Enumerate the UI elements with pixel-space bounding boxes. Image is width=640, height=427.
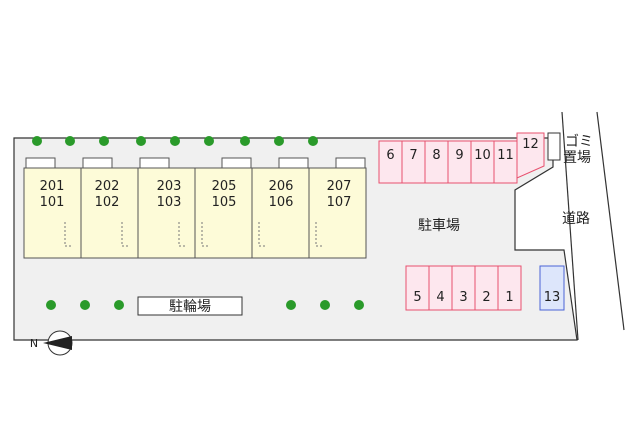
unit-block: 205 105 bbox=[194, 157, 253, 259]
north-arrow-label: N bbox=[30, 337, 38, 350]
garbage-box bbox=[547, 132, 561, 161]
unit-lower-number: 107 bbox=[327, 195, 352, 210]
parking-space-number: 1 bbox=[505, 290, 513, 305]
building: 201 101 202 102 203 103 205 105 bbox=[23, 157, 367, 259]
balcony bbox=[278, 157, 309, 169]
unit-block: 206 106 bbox=[251, 157, 310, 259]
stair-mark bbox=[315, 222, 323, 247]
balcony bbox=[82, 157, 113, 169]
parking-space: 12 bbox=[516, 132, 545, 179]
parking-space-number: 13 bbox=[544, 290, 561, 305]
parking-space-number: 10 bbox=[474, 148, 491, 163]
parking-space-number: 6 bbox=[386, 148, 394, 163]
parking-space: 4 bbox=[428, 265, 453, 311]
balcony bbox=[139, 157, 170, 169]
balcony bbox=[221, 157, 252, 169]
parking-space-number: 5 bbox=[413, 290, 421, 305]
parking-lot-label: 駐車場 bbox=[418, 217, 460, 234]
tree bbox=[99, 136, 109, 146]
parking-space-number: 11 bbox=[497, 148, 514, 163]
unit-upper-number: 202 bbox=[95, 179, 120, 194]
unit-upper-number: 207 bbox=[327, 179, 352, 194]
tree bbox=[274, 136, 284, 146]
parking-space-number: 9 bbox=[455, 148, 463, 163]
unit-block: 203 103 bbox=[137, 157, 196, 259]
parking-space-number: 4 bbox=[436, 290, 444, 305]
stair-mark bbox=[178, 222, 186, 247]
unit-upper-number: 206 bbox=[269, 179, 294, 194]
parking-space: 1 bbox=[497, 265, 522, 311]
tree bbox=[354, 300, 364, 310]
stair-mark bbox=[258, 222, 266, 247]
parking-space: 8 bbox=[424, 140, 449, 184]
tree bbox=[204, 136, 214, 146]
garbage-label-line2: 置場 bbox=[563, 150, 591, 166]
tree bbox=[65, 136, 75, 146]
unit-lower-number: 103 bbox=[157, 195, 182, 210]
unit-lower-number: 102 bbox=[95, 195, 120, 210]
unit-upper-number: 203 bbox=[157, 179, 182, 194]
balcony bbox=[25, 157, 56, 169]
tree bbox=[308, 136, 318, 146]
tree bbox=[32, 136, 42, 146]
parking-space: 7 bbox=[401, 140, 426, 184]
tree bbox=[286, 300, 296, 310]
tree bbox=[80, 300, 90, 310]
road-edge-left bbox=[561, 111, 579, 341]
road-label: 道路 bbox=[562, 211, 590, 227]
unit-block: 207 107 bbox=[308, 157, 367, 259]
balcony bbox=[335, 157, 366, 169]
parking-space: 10 bbox=[470, 140, 495, 184]
unit-block: 202 102 bbox=[80, 157, 139, 259]
unit-upper-number: 205 bbox=[212, 179, 237, 194]
parking-space: 2 bbox=[474, 265, 499, 311]
bicycle-parking-label: 駐輪場 bbox=[169, 298, 211, 315]
parking-space: 3 bbox=[451, 265, 476, 311]
parking-space-number: 8 bbox=[432, 148, 440, 163]
north-arrow: N bbox=[30, 330, 73, 356]
unit-lower-number: 101 bbox=[40, 195, 65, 210]
parking-row-top: 6 7 8 9 10 11 12 bbox=[378, 132, 545, 184]
unit-lower-number: 106 bbox=[269, 195, 294, 210]
stair-mark bbox=[201, 222, 209, 247]
parking-space-number: 2 bbox=[482, 290, 490, 305]
unit-lower-number: 105 bbox=[212, 195, 237, 210]
parking-space: 11 bbox=[493, 140, 518, 184]
trees-bottom bbox=[46, 300, 364, 310]
tree bbox=[136, 136, 146, 146]
bicycle-parking-box bbox=[137, 296, 243, 316]
parking-row-bottom: 5 4 3 2 1 bbox=[405, 265, 522, 311]
parking-space-number: 3 bbox=[459, 290, 467, 305]
tree bbox=[170, 136, 180, 146]
road-edge-right bbox=[596, 111, 625, 331]
parking-space-special: 13 bbox=[539, 265, 565, 311]
tree bbox=[240, 136, 250, 146]
garbage-label-line1: ゴミ bbox=[565, 133, 593, 150]
parking-space: 6 bbox=[378, 140, 403, 184]
parking-space-number: 12 bbox=[522, 137, 539, 152]
unit-block: 201 101 bbox=[23, 157, 82, 259]
parking-space-number: 7 bbox=[409, 148, 417, 163]
tree bbox=[320, 300, 330, 310]
stair-mark bbox=[121, 222, 129, 247]
stair-mark bbox=[64, 222, 72, 247]
trees-top bbox=[32, 136, 318, 146]
tree bbox=[114, 300, 124, 310]
tree bbox=[46, 300, 56, 310]
parking-space: 9 bbox=[447, 140, 472, 184]
parking-space: 5 bbox=[405, 265, 430, 311]
unit-upper-number: 201 bbox=[40, 179, 65, 194]
